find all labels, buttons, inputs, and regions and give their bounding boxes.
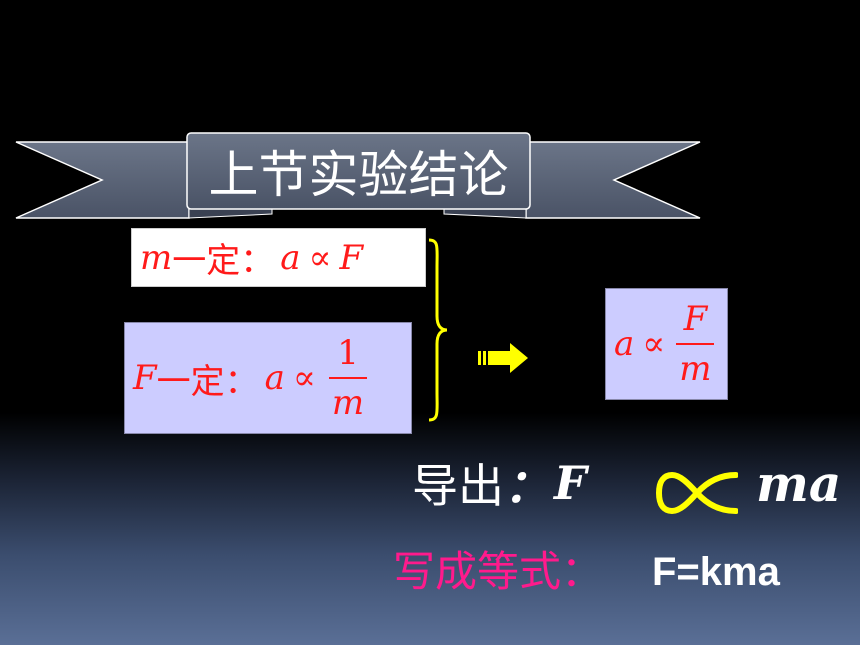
derive-colon: ： [504, 459, 550, 513]
condition-m-lhs: a [280, 237, 301, 278]
variable-F: F [133, 358, 157, 398]
proportional-symbol-icon [656, 471, 738, 515]
ribbon-banner [15, 132, 701, 219]
condition-m-text: 一定： [172, 241, 275, 281]
fraction-bar [329, 377, 368, 379]
fraction-F-over-m: F m [673, 299, 717, 389]
fraction-denominator: m [331, 383, 365, 423]
condition-F-text: 一定： [156, 361, 259, 402]
proportional-symbol: ∝ [642, 324, 666, 364]
fraction-numerator: 1 [337, 333, 359, 373]
derive-rhs: ma [756, 453, 842, 513]
fraction-denominator: m [679, 349, 712, 389]
derive-lhs: F [554, 456, 587, 510]
condition-F-box: F 一定： a ∝ 1 m [124, 322, 412, 434]
write-equation-label: 写成等式： [393, 547, 604, 596]
right-arrow-icon [478, 343, 528, 373]
derive-label: 导出 [412, 459, 504, 513]
fraction-bar [676, 343, 715, 345]
proportional-symbol: ∝ [292, 358, 316, 398]
derive-line: 导出 ： F [412, 448, 587, 518]
condition-m-box: m 一定： a ∝ F [131, 228, 426, 287]
final-equation: F=kma [652, 550, 780, 594]
variable-m: m [140, 237, 173, 278]
fraction-one-over-m: 1 m [326, 333, 370, 423]
conclusion-box: a ∝ F m [605, 288, 728, 400]
condition-m-rhs: F [339, 237, 364, 278]
proportional-symbol: ∝ [308, 237, 332, 278]
conclusion-lhs: a [614, 324, 635, 364]
slide-title: 上节实验结论 [208, 146, 509, 204]
condition-F-lhs: a [264, 358, 285, 398]
fraction-numerator: F [683, 299, 708, 339]
right-brace-icon [428, 238, 448, 422]
